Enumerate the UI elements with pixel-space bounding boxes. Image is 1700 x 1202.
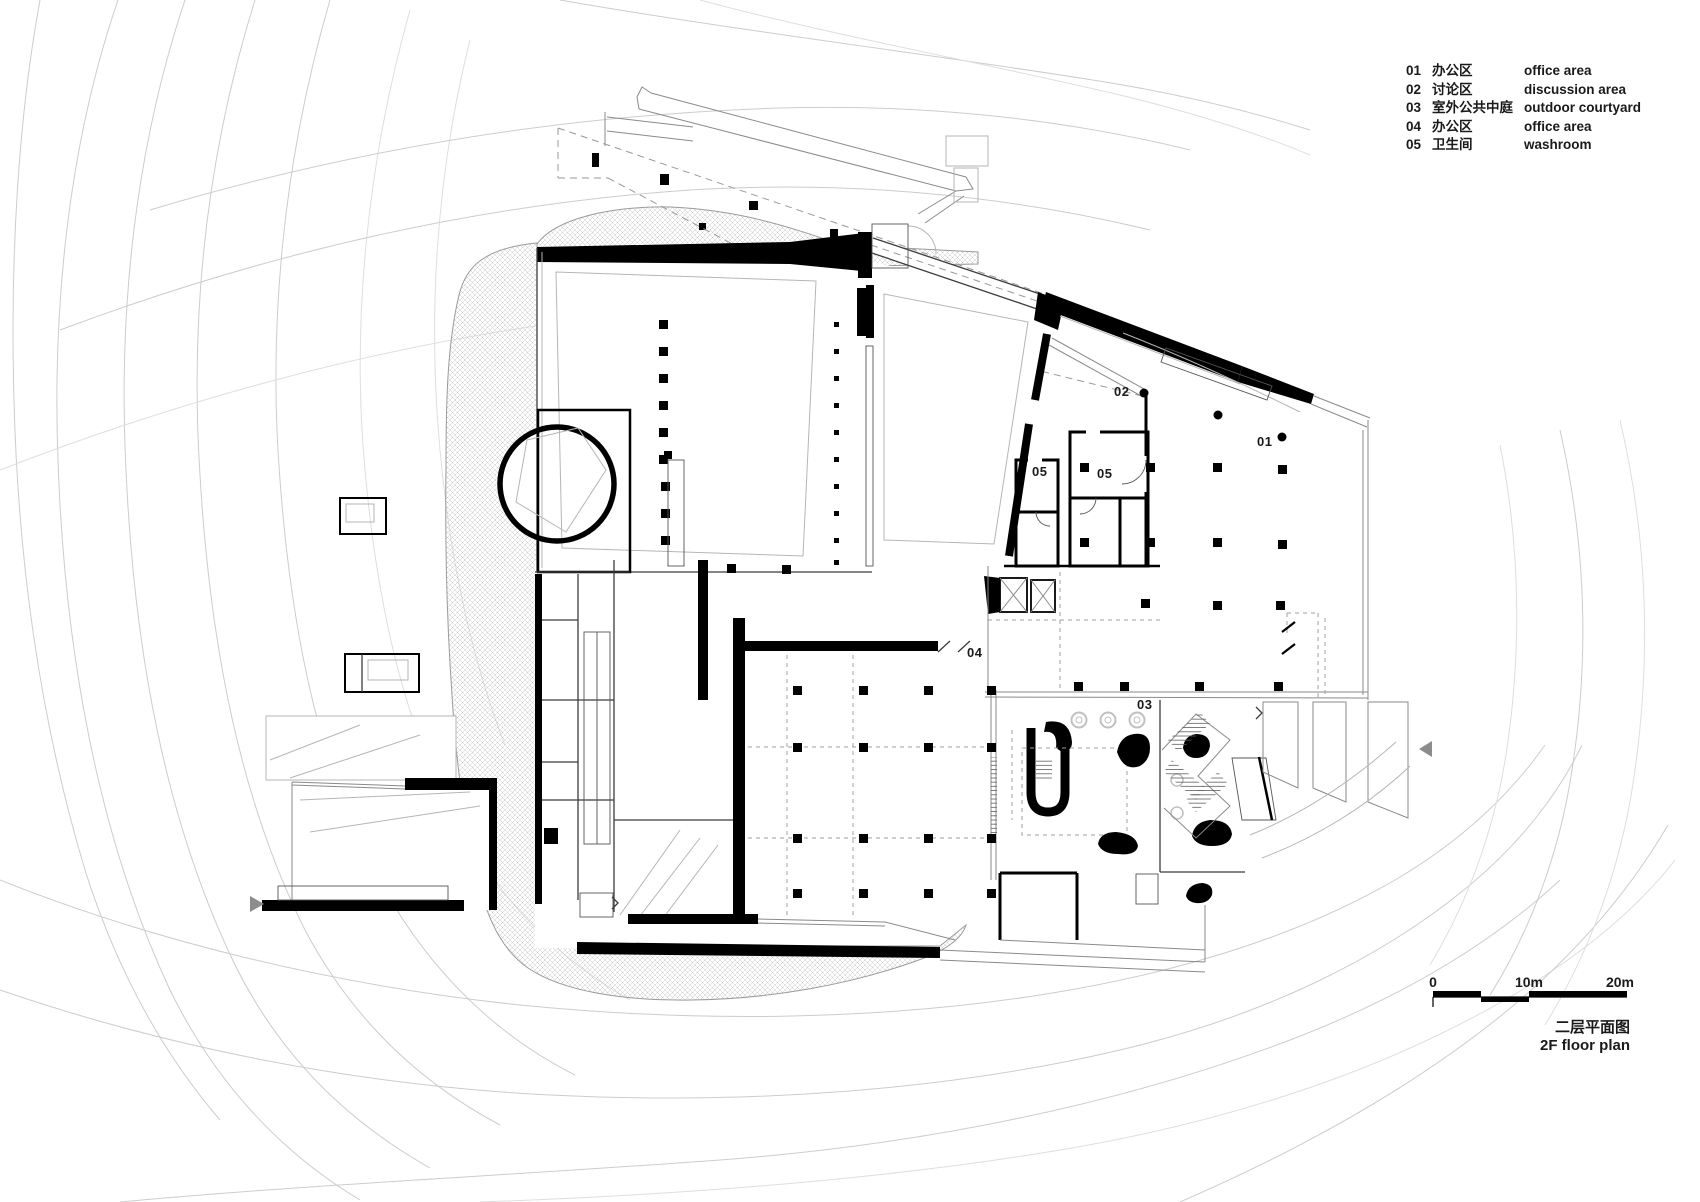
legend-item-en: washroom bbox=[1524, 137, 1592, 153]
skylight-louvers bbox=[1160, 347, 1273, 401]
room-label-04: 04 bbox=[967, 645, 983, 660]
grille bbox=[277, 885, 449, 901]
legend-row: 02 讨论区 discussion area bbox=[1406, 81, 1641, 100]
pavilion-bottom-left bbox=[250, 715, 497, 912]
amphitheatre-terraces bbox=[1249, 701, 1432, 859]
bottom-rooms bbox=[577, 871, 1206, 973]
scale-tick-10m: 10m bbox=[1514, 974, 1544, 990]
room-label-03: 03 bbox=[1137, 697, 1153, 712]
path-column bbox=[699, 223, 706, 230]
path-column bbox=[592, 153, 599, 167]
legend-item-en: office area bbox=[1524, 118, 1592, 134]
building-floor-plates bbox=[266, 238, 1368, 948]
ramp-stair bbox=[1036, 760, 1052, 780]
legend-item-zh: 室外公共中庭 bbox=[1432, 100, 1513, 116]
entry-triangle-marker bbox=[250, 896, 264, 912]
legend-item-en: outdoor courtyard bbox=[1524, 100, 1641, 116]
legend-row: 05 卫生间 washroom bbox=[1406, 136, 1641, 155]
east-triangle-marker bbox=[1419, 741, 1432, 757]
north-wall bbox=[738, 641, 938, 651]
path-column bbox=[830, 229, 838, 237]
curtain-wall-mullions bbox=[865, 345, 874, 567]
legend-item-zh: 卫生间 bbox=[1432, 137, 1473, 153]
scale-tick-0: 0 bbox=[1429, 974, 1437, 990]
room-office-01 bbox=[984, 292, 1371, 700]
drawing-title: 二层平面图 2F floor plan bbox=[1410, 1019, 1630, 1055]
column-row-large bbox=[659, 320, 670, 545]
legend-item-en: discussion area bbox=[1524, 81, 1627, 97]
legend-item-zh: 讨论区 bbox=[1432, 81, 1473, 97]
legend-item-number: 02 bbox=[1406, 81, 1422, 97]
column-grid bbox=[793, 686, 996, 898]
drawing-title-en: 2F floor plan bbox=[1540, 1037, 1630, 1054]
zigzag-ramp bbox=[1161, 712, 1231, 839]
stair bbox=[579, 892, 614, 918]
glazing-mullions bbox=[991, 757, 997, 835]
outdoor-courtyard-03 bbox=[1011, 700, 1277, 904]
drawing-title-zh: 二层平面图 bbox=[1554, 1019, 1630, 1036]
courtyard-tables bbox=[1070, 711, 1184, 820]
path-column bbox=[660, 174, 669, 185]
legend-row: 03 室外公共中庭 outdoor courtyard bbox=[1406, 99, 1641, 118]
scale-tick-20m: 20m bbox=[1605, 974, 1635, 990]
northeast-wall bbox=[1042, 292, 1242, 382]
room-label-05: 05 bbox=[1032, 464, 1048, 479]
room-office-04 bbox=[628, 640, 997, 941]
room-label-05: 05 bbox=[1097, 466, 1113, 481]
legend-item-zh: 办公区 bbox=[1432, 63, 1473, 78]
site-upper-path bbox=[592, 86, 989, 255]
legend-item-en: office area bbox=[1524, 63, 1592, 78]
room-label-02: 02 bbox=[1114, 384, 1130, 399]
stair bbox=[1135, 873, 1159, 905]
legend-row: 01 办公区 office area bbox=[1406, 62, 1641, 81]
site-objects bbox=[339, 497, 420, 693]
legend-item-number: 03 bbox=[1406, 100, 1422, 116]
path-column bbox=[749, 201, 758, 210]
south-wall bbox=[577, 942, 940, 958]
stair bbox=[667, 459, 685, 567]
stair bbox=[1231, 757, 1277, 821]
legend-item-zh: 办公区 bbox=[1432, 118, 1473, 134]
round-column bbox=[1213, 410, 1223, 420]
scale-bar bbox=[1432, 991, 1627, 1007]
left-service-strip bbox=[535, 560, 745, 924]
u-ramp bbox=[1026, 728, 1070, 817]
north-wall bbox=[537, 232, 872, 272]
washroom-block-05 bbox=[1014, 429, 1150, 568]
legend: 01 办公区 office area 02 讨论区 discussion are… bbox=[1406, 62, 1641, 155]
legend-item-number: 05 bbox=[1406, 137, 1422, 153]
square-columns bbox=[1074, 463, 1287, 691]
legend-item-number: 04 bbox=[1406, 118, 1422, 134]
round-column bbox=[1277, 432, 1287, 442]
entry-stair bbox=[871, 223, 909, 269]
column-row-small bbox=[834, 322, 839, 565]
legend-row: 04 办公区 office area bbox=[1406, 118, 1641, 137]
legend-item-number: 01 bbox=[1406, 63, 1422, 78]
room-label-01: 01 bbox=[1257, 434, 1273, 449]
